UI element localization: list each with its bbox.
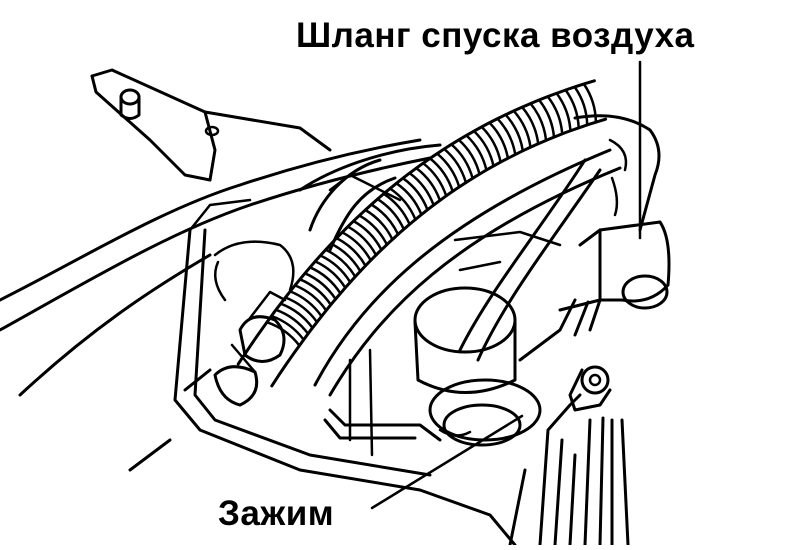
air-release-hose-label: Шланг спуска воздуха xyxy=(296,16,695,55)
corrugated-hose-rib xyxy=(450,143,474,180)
corrugated-hose-rib xyxy=(293,284,328,312)
leader-lines xyxy=(370,60,642,510)
corrugated-hose-rib xyxy=(265,320,301,347)
corrugated-hose-rib xyxy=(364,208,394,241)
corrugated-hose-rib xyxy=(480,125,502,164)
corrugated-hose-rib xyxy=(546,95,564,136)
corrugated-hose-rib xyxy=(435,152,461,189)
air-valve xyxy=(558,114,671,312)
corrugated-hose-rib xyxy=(274,308,310,336)
corrugated-hose-rib xyxy=(442,147,468,184)
corrugated-hose-edge-lower xyxy=(236,79,596,366)
corrugated-hose-rib xyxy=(303,272,337,301)
corrugated-hose-rib xyxy=(335,236,367,268)
corrugated-hose-rib xyxy=(472,129,495,168)
diaphragm-unit xyxy=(323,286,542,447)
corrugated-hose-rib xyxy=(428,157,454,193)
corrugated-hose-rib xyxy=(496,117,517,156)
corrugated-hose-rib xyxy=(504,113,525,153)
corrugated-hose-rib xyxy=(288,290,323,318)
corrugated-hose-rib xyxy=(395,182,423,216)
corrugated-hose-rib xyxy=(555,91,572,133)
corrugated-hose-rib xyxy=(382,192,411,226)
corrugated-hose-rib xyxy=(279,302,314,330)
corrugated-hose-rib xyxy=(358,214,389,246)
corrugated-hose-rib xyxy=(529,102,548,142)
corrugated-hose-rib xyxy=(465,134,488,172)
corrugated-hose-rib xyxy=(520,105,540,146)
vacuum-tubes xyxy=(298,143,622,397)
corrugated-hose xyxy=(236,79,608,388)
corrugated-hose-rib xyxy=(573,85,589,127)
corrugated-hose-rib xyxy=(340,231,372,262)
corrugated-hose-rib xyxy=(512,109,532,149)
hose-clamp xyxy=(213,290,287,407)
corrugated-hose-rib xyxy=(488,121,510,160)
corrugated-hose-rib xyxy=(346,225,378,257)
corrugated-hose-rib xyxy=(401,176,429,212)
corrugated-hose-rib xyxy=(388,187,417,221)
corrugated-hose-rib xyxy=(582,82,598,124)
corrugated-hose-rib xyxy=(370,203,400,236)
corrugated-hose-rib xyxy=(415,166,442,202)
mounting-bracket xyxy=(90,68,332,182)
corrugated-hose-rib xyxy=(284,296,319,324)
corrugated-hose-rib xyxy=(376,197,406,231)
corrugated-hose-rib xyxy=(298,278,333,307)
corrugated-hose-rib xyxy=(352,219,383,252)
corrugated-hose-rib xyxy=(564,88,580,130)
left-cables xyxy=(0,138,432,472)
corrugated-hose-rib xyxy=(270,314,305,341)
corrugated-hose-rib xyxy=(324,248,357,278)
corrugated-hose-rib xyxy=(537,98,556,139)
corrugated-hose-rib xyxy=(313,260,347,290)
corrugated-hose-rib xyxy=(319,254,352,284)
corrugated-hose-rib xyxy=(421,161,448,198)
corrugated-hose-rib xyxy=(457,138,481,176)
corrugated-hose-rib xyxy=(408,171,435,207)
corrugated-hose-rib xyxy=(308,266,342,295)
clamp-label: Зажим xyxy=(218,494,335,533)
rods xyxy=(508,298,630,547)
corrugated-hose-rib xyxy=(329,242,362,273)
clamp-leader-line xyxy=(370,414,524,510)
corrugated-hose-edge-upper xyxy=(270,117,608,388)
